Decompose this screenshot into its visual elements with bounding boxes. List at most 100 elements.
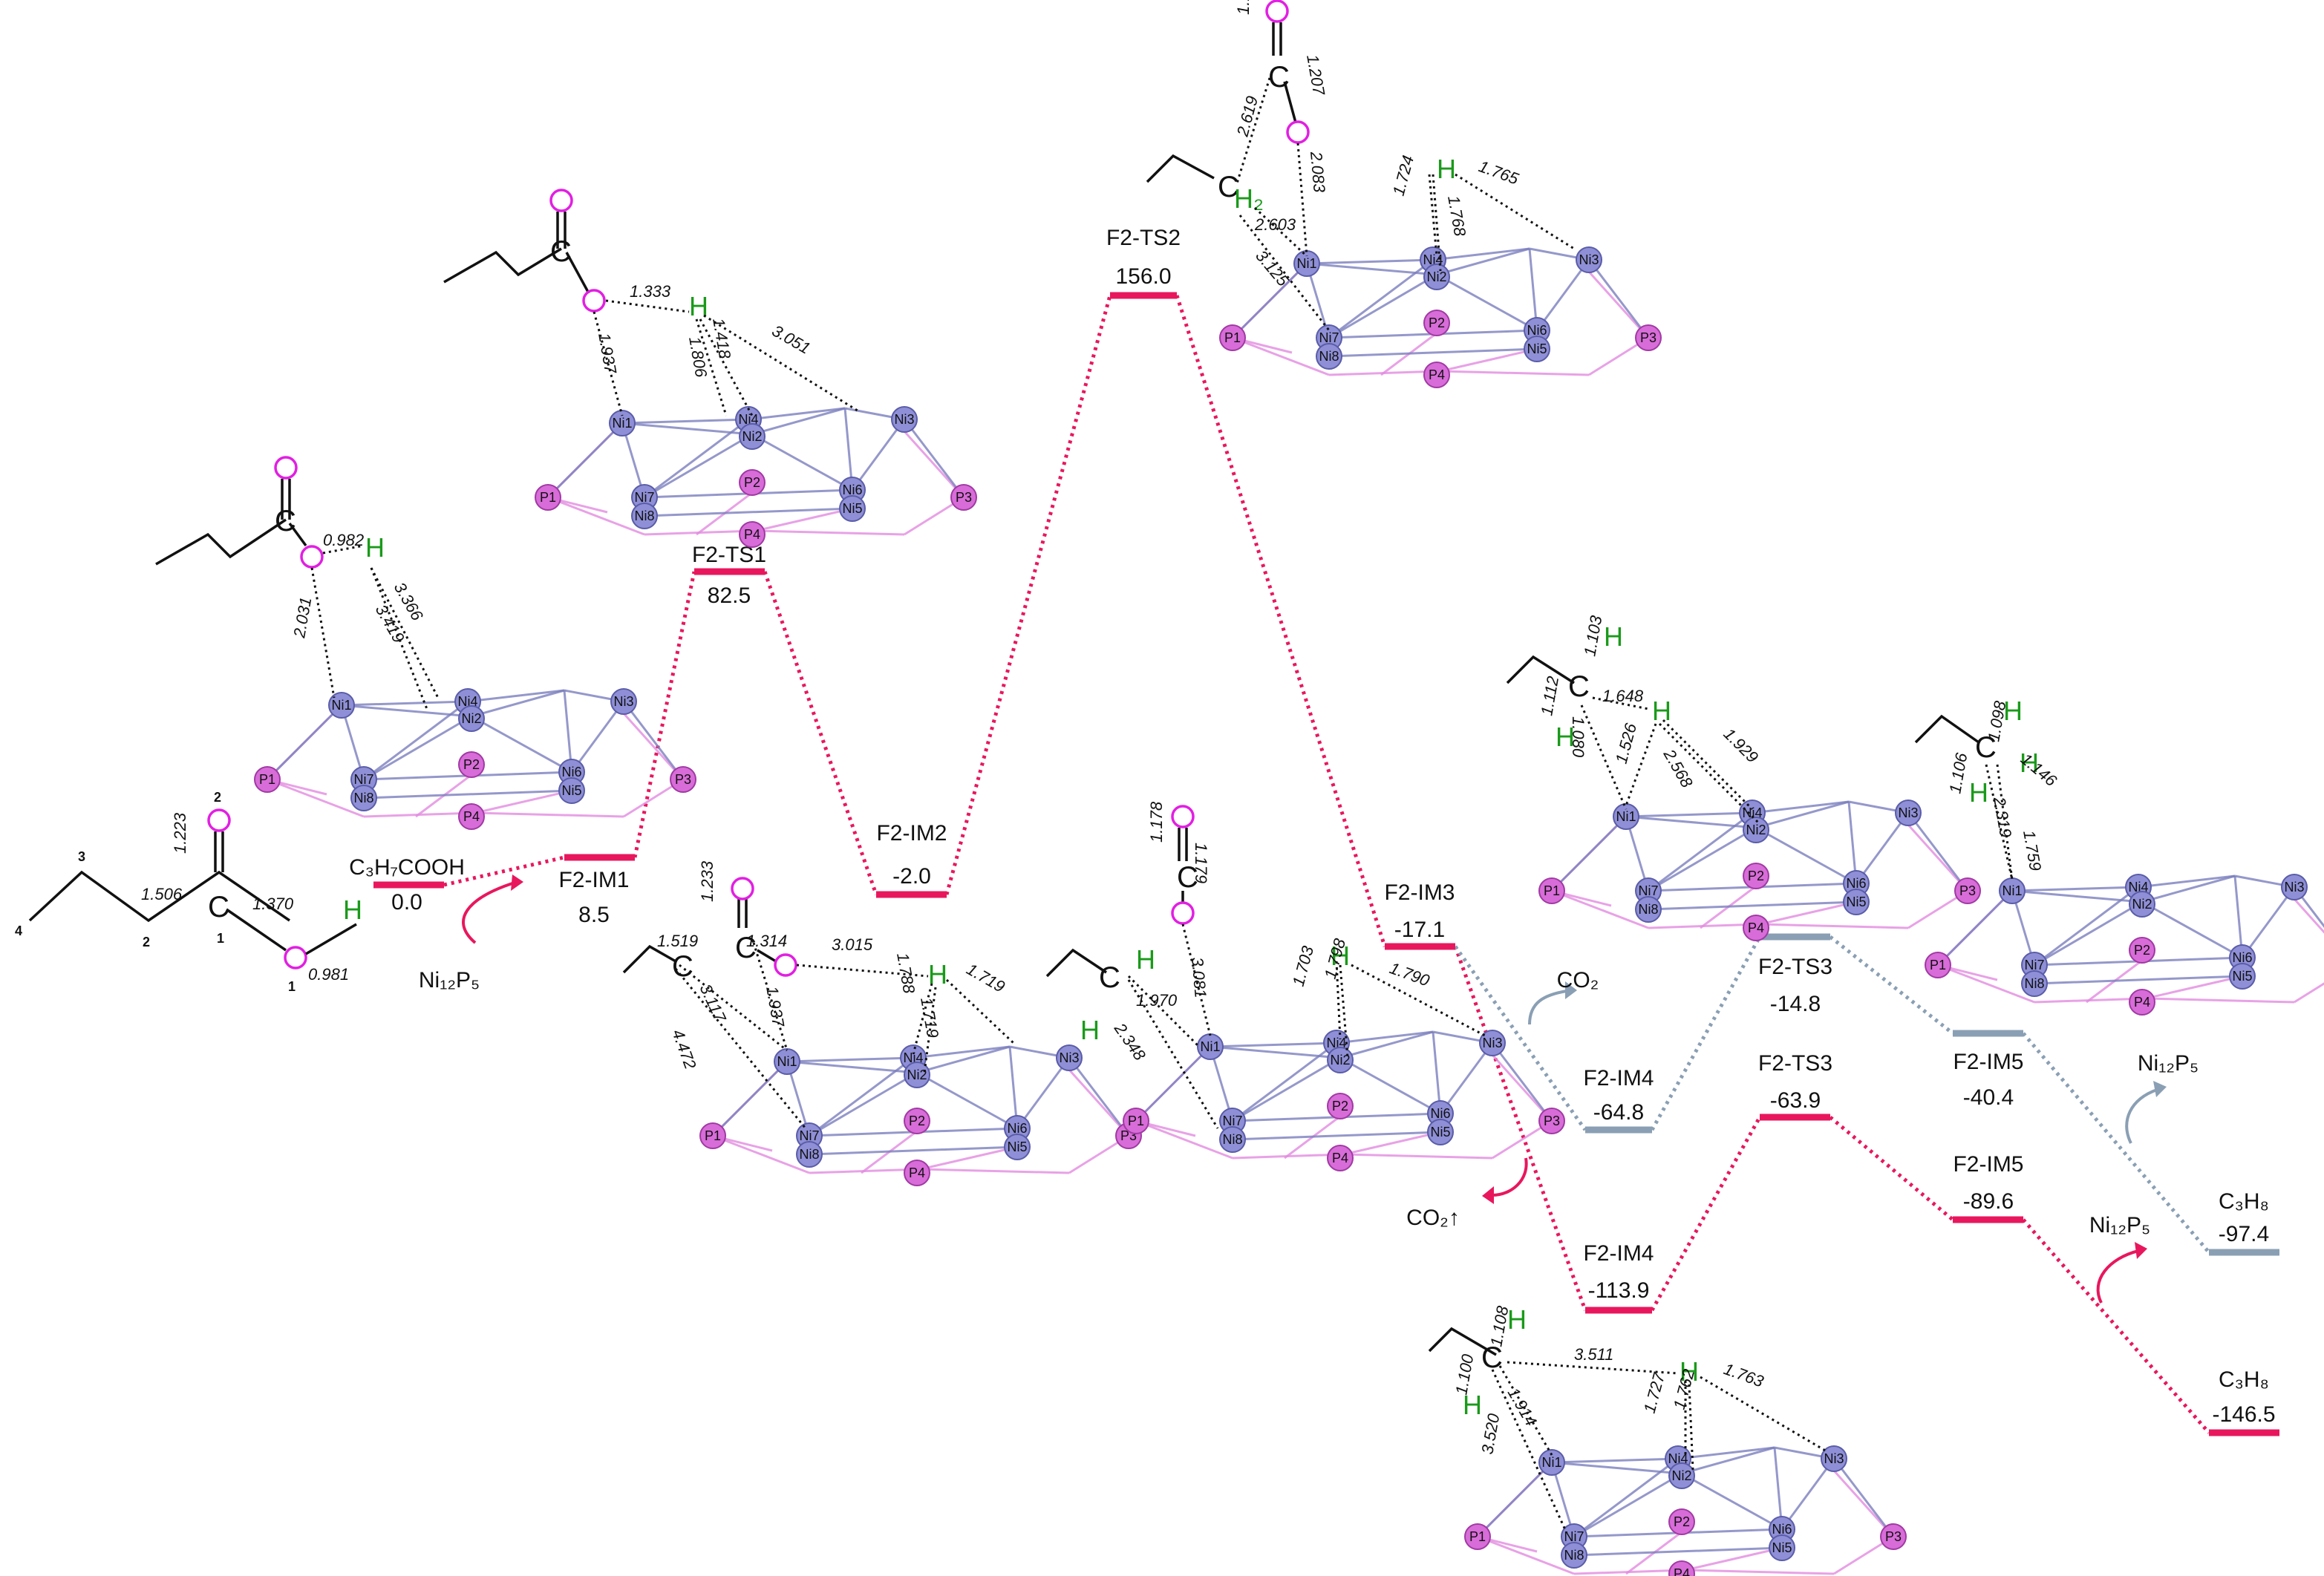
connector-im4r-ts3r xyxy=(1650,1116,1762,1312)
h-im1: H xyxy=(365,532,385,563)
dist-im5g-4: 1.759 xyxy=(2020,829,2045,873)
dist-im1-0: 0.982 xyxy=(323,531,364,549)
catalyst-out-gray-label: Ni₁₂P₅ xyxy=(2138,1051,2199,1076)
dist-im3-2: 3.081 xyxy=(1188,956,1210,998)
h-ts3g-3: H xyxy=(1652,696,1671,726)
h-im4r-1: H xyxy=(1507,1304,1527,1335)
energy-ts2: 156.0 xyxy=(1115,264,1171,289)
carbon-number-3: 3 xyxy=(78,849,85,864)
dist-ts2-6: 1.768 xyxy=(1444,194,1469,238)
dist-start-0: 1.506 xyxy=(141,885,183,903)
connector-start-im1 xyxy=(443,855,565,887)
energy-ts3r: -63.9 xyxy=(1770,1088,1821,1113)
label-im1: F2-IM1 xyxy=(558,868,629,892)
side-labels: Ni₁₂P₅ CO₂ CO₂↑ Ni₁₂P₅ Ni₁₂P₅ xyxy=(419,874,2199,1304)
energy-endr: -146.5 xyxy=(2212,1402,2275,1427)
dist-ts3g-3: 1.080 xyxy=(1569,716,1587,758)
svg-text:C: C xyxy=(1177,861,1198,894)
h-ts3g-1: H xyxy=(1604,621,1623,652)
co2-gray-arrow xyxy=(1528,990,1567,1025)
dist-ts2-5: 1.765 xyxy=(1476,157,1521,189)
h-start: H xyxy=(343,895,362,925)
dist-im2-8: 1.719 xyxy=(917,996,942,1040)
oxygen-number-2: 2 xyxy=(214,790,221,805)
label-ts3g: F2-TS3 xyxy=(1758,955,1832,979)
svg-text:C: C xyxy=(735,932,757,964)
dist-im2-1: 1.519 xyxy=(657,932,698,950)
dist-im2-4: 1.719 xyxy=(964,960,1008,996)
label-im5r: F2-IM5 xyxy=(1953,1152,2023,1177)
dist-im4r-3: 1.914 xyxy=(1504,1384,1541,1429)
dist-ts1-2: 3.051 xyxy=(769,321,814,358)
energy-im4r: -113.9 xyxy=(1588,1278,1650,1303)
h-im5g-3: H xyxy=(2020,748,2039,778)
carbon-number-1: 1 xyxy=(217,931,224,946)
connector-im2-ts2 xyxy=(944,295,1112,895)
h-ts2: H xyxy=(1437,154,1456,184)
connector-im5g-endg xyxy=(2022,1032,2210,1254)
c-start: C xyxy=(208,891,229,923)
h-im3-2: H xyxy=(1080,1015,1100,1045)
co2-gray-label: CO₂ xyxy=(1557,968,1599,993)
dist-im4r-2: 3.511 xyxy=(1574,1345,1613,1364)
dist-ts1-0: 1.333 xyxy=(630,282,671,301)
dist-im3-1: 1.179 xyxy=(1192,843,1210,883)
dist-im5g-1: 1.106 xyxy=(1945,751,1971,795)
dist-im2-6: 3.117 xyxy=(696,981,730,1026)
svg-text:C: C xyxy=(550,235,572,268)
structure-ts2: C H₂ C H 1.18 1.207 2.619 2.083 1.724 1.… xyxy=(1146,0,1662,389)
catalyst-out-red-arrowhead xyxy=(2135,1242,2147,1259)
oxygen-number-1: 1 xyxy=(288,979,296,994)
energy-im5g: -40.4 xyxy=(1963,1085,2014,1110)
energy-ts1: 82.5 xyxy=(708,583,751,608)
dist-im3-6: 1.790 xyxy=(1387,958,1432,990)
carbon-number-4: 4 xyxy=(15,923,22,938)
catalyst-out-gray-arrow xyxy=(2125,1088,2158,1144)
structure-im4r: C H H H 1.108 1.100 3.511 1.914 1.763 1.… xyxy=(1428,1304,1907,1576)
co2-gray-arrowhead xyxy=(1565,981,1577,999)
dist-im2-0: 1.233 xyxy=(698,860,717,902)
connector-ts3g-im5g xyxy=(1829,935,1954,1035)
connector-im5r-endr xyxy=(2022,1218,2210,1434)
dist-ts2-2: 2.619 xyxy=(1233,94,1261,140)
energy-im3: -17.1 xyxy=(1394,918,1445,942)
energy-endg: -97.4 xyxy=(2219,1222,2269,1246)
dist-im2-5: 1.937 xyxy=(763,985,788,1029)
dist-im2-2: 1.314 xyxy=(746,932,787,950)
dist-im5g-0: 1.098 xyxy=(1984,699,2009,743)
catalyst-out-gray-arrowhead xyxy=(2153,1081,2167,1097)
dist-im4r-5: 1.727 xyxy=(1640,1370,1669,1415)
label-im4g: F2-IM4 xyxy=(1583,1066,1654,1091)
structure-ts1: C H 1.333 1.418 3.051 1.937 1.806 xyxy=(443,189,978,549)
connector-im3-im4r xyxy=(1453,946,1587,1311)
dist-im3-4: 1.703 xyxy=(1289,944,1318,988)
dist-im4r-0: 1.108 xyxy=(1486,1304,1512,1348)
dist-start-3: 0.981 xyxy=(308,965,349,984)
svg-text:C: C xyxy=(1481,1341,1503,1374)
h-im3-1: H xyxy=(1136,944,1155,975)
h-im5g-2: H xyxy=(1969,777,1988,808)
energy-im4g: -64.8 xyxy=(1593,1100,1644,1125)
dist-ts2-7: 2.603 xyxy=(1254,215,1296,234)
dist-im1-1: 2.031 xyxy=(290,595,315,640)
h-im5g-1: H xyxy=(2003,696,2023,726)
connector-ts3r-im5r xyxy=(1829,1116,1954,1221)
svg-text:C: C xyxy=(1218,171,1239,203)
label-im4r: F2-IM4 xyxy=(1583,1241,1654,1266)
catalyst-in-arrow xyxy=(462,882,513,944)
dist-ts3g-4: 1.526 xyxy=(1612,721,1641,765)
dist-im3-3: 1.970 xyxy=(1136,991,1178,1010)
catalyst-out-red-arrow xyxy=(2096,1249,2139,1304)
connector-im1-ts1 xyxy=(633,571,696,858)
co2-red-arrowhead xyxy=(1482,1186,1494,1204)
h-im4r-2: H xyxy=(1463,1390,1482,1420)
label-endg: C₃H₈ xyxy=(2219,1189,2269,1214)
h2-ts2: H₂ xyxy=(1234,183,1264,214)
label-im2: F2-IM2 xyxy=(876,821,947,846)
h-im4r-3: H xyxy=(1680,1356,1699,1387)
label-ts2: F2-TS2 xyxy=(1106,226,1181,250)
connector-ts1-im2 xyxy=(763,571,878,895)
dist-ts2-0: 1.18 xyxy=(1234,0,1253,15)
label-endr: C₃H₈ xyxy=(2219,1367,2269,1392)
